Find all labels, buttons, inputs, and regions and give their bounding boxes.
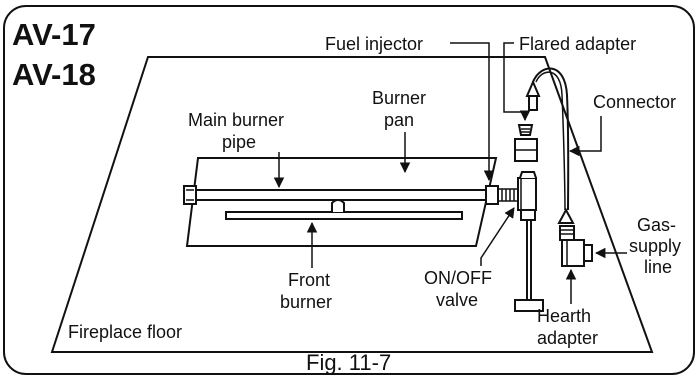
label-front-burner-line2: burner — [280, 292, 332, 312]
label-hearth-adapter-line2: adapter — [537, 328, 598, 348]
label-gas-supply-line1: Gas- — [637, 215, 676, 235]
front-burner — [225, 199, 463, 220]
leader-onoff-valve — [480, 207, 515, 266]
burner-pan — [185, 157, 498, 247]
fireplace-floor-outline — [50, 56, 654, 353]
leader-flared-adapter — [503, 42, 531, 122]
label-front-burner-line1: Front — [288, 270, 330, 290]
hearth-adapter — [559, 225, 593, 267]
label-gas-supply-line2: supply — [629, 236, 681, 256]
model-label-av18: AV-18 — [12, 57, 96, 92]
label-fireplace-floor: Fireplace floor — [68, 322, 182, 342]
figure-frame — [3, 5, 695, 375]
label-connector: Connector — [593, 92, 676, 112]
figure-caption: Fig. 11-7 — [306, 350, 391, 375]
fuel-injector-coupling — [485, 185, 518, 205]
label-burner-pan-line2: pan — [384, 110, 414, 130]
label-burner-pan-line1: Burner — [372, 88, 426, 108]
label-fuel-injector: Fuel injector — [325, 34, 423, 54]
model-label-av17: AV-17 — [12, 17, 96, 52]
label-gas-supply-line3: line — [644, 257, 672, 277]
leader-connector — [568, 116, 602, 157]
label-main-burner-pipe-line2: pipe — [222, 132, 256, 152]
label-onoff-valve-line1: ON/OFF — [424, 268, 492, 288]
flexible-connector — [525, 67, 575, 224]
label-main-burner-pipe-line1: Main burner — [188, 110, 284, 130]
leader-fuel-injector — [450, 42, 495, 182]
label-onoff-valve-line2: valve — [436, 290, 478, 310]
label-flared-adapter: Flared adapter — [519, 34, 636, 54]
label-hearth-adapter-line1: Hearth — [537, 306, 591, 326]
flared-adapter — [514, 124, 538, 162]
onoff-valve — [514, 171, 544, 312]
